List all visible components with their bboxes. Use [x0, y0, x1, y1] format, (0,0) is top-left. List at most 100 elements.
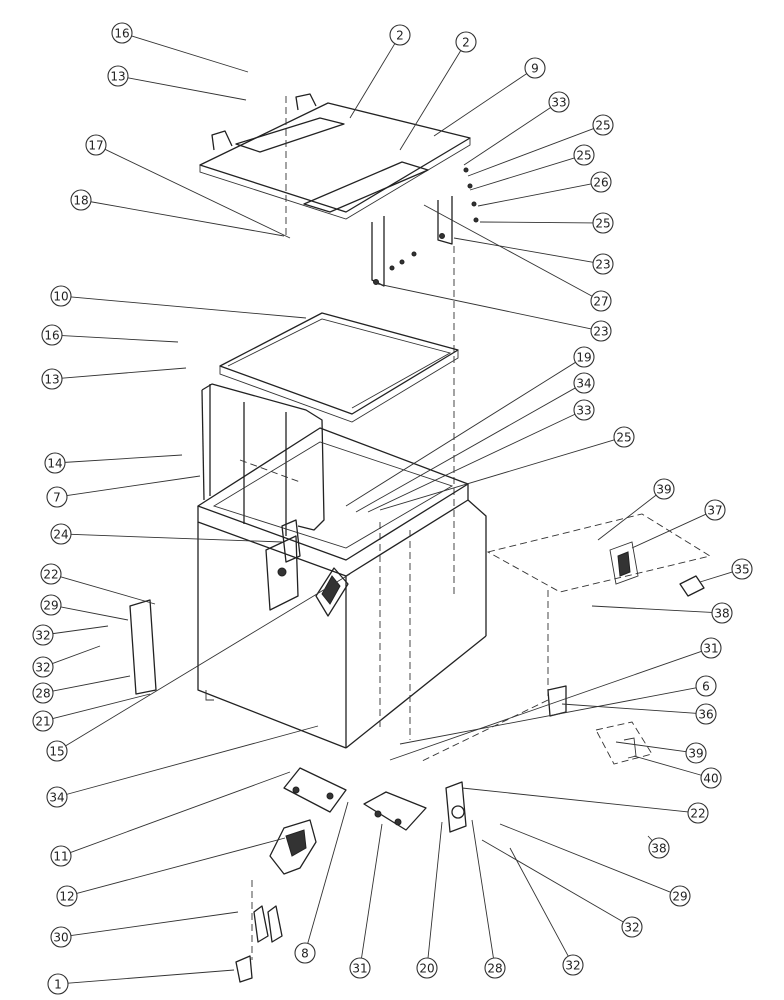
- leader-line-38: [591, 605, 713, 613]
- callout-38: 38: [711, 602, 733, 624]
- callout-16: 16: [41, 324, 63, 346]
- callout-circle: [44, 452, 66, 474]
- callout-23: 23: [592, 253, 614, 275]
- leader-lines: [52, 35, 733, 984]
- callout-circle: [695, 675, 717, 697]
- callout-circle: [669, 885, 691, 907]
- callout-circle: [389, 24, 411, 46]
- leader-line-32: [52, 645, 101, 664]
- callout-number: 25: [595, 119, 610, 133]
- callout-number: 12: [59, 890, 74, 904]
- callout-number: 31: [703, 642, 718, 656]
- leader-line-33: [367, 413, 576, 513]
- callout-number: 23: [593, 325, 608, 339]
- callout-number: 31: [352, 962, 367, 976]
- callout-6: 6: [695, 675, 717, 697]
- callout-14: 14: [44, 452, 66, 474]
- callout-circle: [590, 171, 612, 193]
- leader-line-19: [345, 361, 576, 507]
- lid-label-plate-left: [235, 117, 345, 153]
- callout-circle: [590, 320, 612, 342]
- leader-line-11: [70, 771, 291, 853]
- callout-25: 25: [592, 212, 614, 234]
- leader-line-36: [561, 703, 697, 714]
- callout-circle: [562, 954, 584, 976]
- callout-number: 27: [593, 295, 608, 309]
- callout-number: 22: [43, 568, 58, 582]
- tray: [219, 312, 459, 423]
- callout-2: 2: [389, 24, 411, 46]
- callout-number: 16: [114, 27, 129, 41]
- callout-10: 10: [50, 285, 72, 307]
- callout-circle: [592, 253, 614, 275]
- callout-circle: [687, 802, 709, 824]
- callout-number: 20: [419, 962, 434, 976]
- leader-line-16: [61, 335, 179, 343]
- callout-circle: [111, 22, 133, 44]
- callout-19: 19: [573, 346, 595, 368]
- callout-number: 15: [49, 745, 64, 759]
- callout-circle: [573, 399, 595, 421]
- callout-number: 29: [672, 890, 687, 904]
- leader-line-40: [633, 755, 702, 776]
- leader-line-12: [76, 837, 286, 894]
- leader-line-15: [65, 573, 351, 747]
- callout-number: 22: [690, 807, 705, 821]
- callout-number: 9: [531, 62, 539, 76]
- callout-circle: [41, 324, 63, 346]
- callout-circle: [711, 602, 733, 624]
- leader-line-22: [461, 787, 689, 813]
- callout-number: 39: [688, 747, 703, 761]
- callout-number: 13: [110, 70, 125, 84]
- side-rail: [201, 383, 325, 536]
- callout-circle: [41, 368, 63, 390]
- callout-circle: [32, 656, 54, 678]
- leader-line-31: [361, 823, 383, 959]
- callout-circle: [349, 957, 371, 979]
- leader-line-8: [307, 801, 349, 944]
- callout-number: 17: [88, 139, 103, 153]
- callout-23: 23: [590, 320, 612, 342]
- callout-number: 35: [734, 563, 749, 577]
- callout-circle: [32, 682, 54, 704]
- callout-29: 29: [40, 594, 62, 616]
- leader-line-18: [90, 201, 285, 237]
- callout-20: 20: [416, 957, 438, 979]
- callout-circle: [32, 710, 54, 732]
- callout-number: 21: [35, 715, 50, 729]
- callout-number: 25: [595, 217, 610, 231]
- callout-32: 32: [32, 656, 54, 678]
- callout-number: 25: [616, 431, 631, 445]
- leader-line-37: [631, 513, 707, 549]
- callout-8: 8: [294, 942, 316, 964]
- leader-line-20: [427, 821, 443, 959]
- callout-number: 6: [702, 680, 710, 694]
- leader-line-21: [52, 693, 151, 719]
- leader-line-39: [597, 494, 657, 541]
- callout-39: 39: [653, 478, 675, 500]
- callout-circle: [695, 703, 717, 725]
- callout-number: 25: [576, 149, 591, 163]
- callout-32: 32: [621, 916, 643, 938]
- leader-line-31: [389, 650, 702, 761]
- callout-28: 28: [484, 957, 506, 979]
- leader-line-1: [67, 969, 235, 984]
- callout-circle: [592, 212, 614, 234]
- leader-line-38: [647, 835, 653, 841]
- leader-line-30: [70, 911, 239, 937]
- leader-line-10: [70, 296, 307, 319]
- callout-circle: [56, 885, 78, 907]
- callout-circle: [590, 290, 612, 312]
- callout-circle: [46, 486, 68, 508]
- leader-line-32: [52, 625, 109, 635]
- callout-22: 22: [687, 802, 709, 824]
- callout-number: 10: [53, 290, 68, 304]
- callout-circle: [592, 114, 614, 136]
- callout-38: 38: [648, 837, 670, 859]
- callout-number: 18: [73, 194, 88, 208]
- leader-line-25: [467, 128, 594, 177]
- leader-line-17: [104, 148, 291, 239]
- callout-21: 21: [32, 710, 54, 732]
- callout-number: 33: [551, 96, 566, 110]
- callout-15: 15: [46, 740, 68, 762]
